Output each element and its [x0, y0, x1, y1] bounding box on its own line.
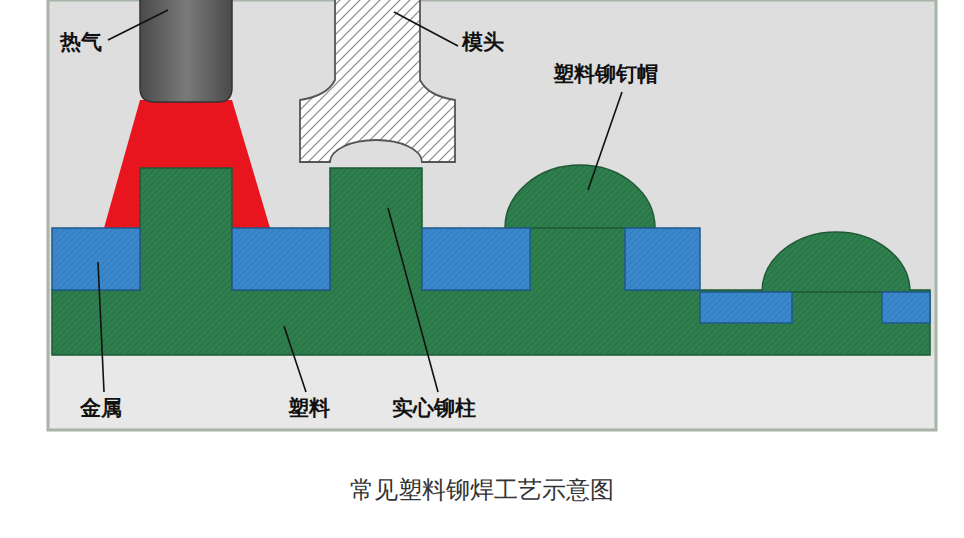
rivet-cap — [762, 232, 910, 292]
metal-plate — [422, 228, 530, 290]
metal-plate — [700, 292, 792, 323]
rivet-post — [530, 226, 625, 292]
leader-line — [588, 92, 622, 190]
leader-line — [394, 12, 458, 46]
metal-plate — [232, 228, 330, 290]
leader-line — [284, 326, 306, 392]
figure-caption: 常见塑料铆焊工艺示意图 — [350, 476, 614, 505]
metal-label: 金属 — [80, 396, 122, 421]
hot-air-label: 热气 — [60, 30, 102, 55]
metal-plate — [625, 228, 700, 290]
leader-line — [388, 208, 438, 392]
rivet-post-label: 实心铆柱 — [392, 396, 476, 421]
leader-line — [98, 262, 104, 392]
ground-strip — [50, 355, 934, 428]
leader-line — [108, 10, 168, 40]
plastic-label: 塑料 — [288, 396, 330, 421]
plastic-base — [52, 168, 930, 355]
rivet-cap — [505, 165, 655, 228]
die-head — [300, 0, 455, 162]
metal-plate — [52, 228, 140, 290]
metal-plate — [882, 292, 930, 323]
rivet-cap-label: 塑料铆钉帽 — [553, 62, 658, 87]
die-label: 模头 — [462, 30, 504, 55]
hot-air-nozzle — [140, 0, 232, 102]
